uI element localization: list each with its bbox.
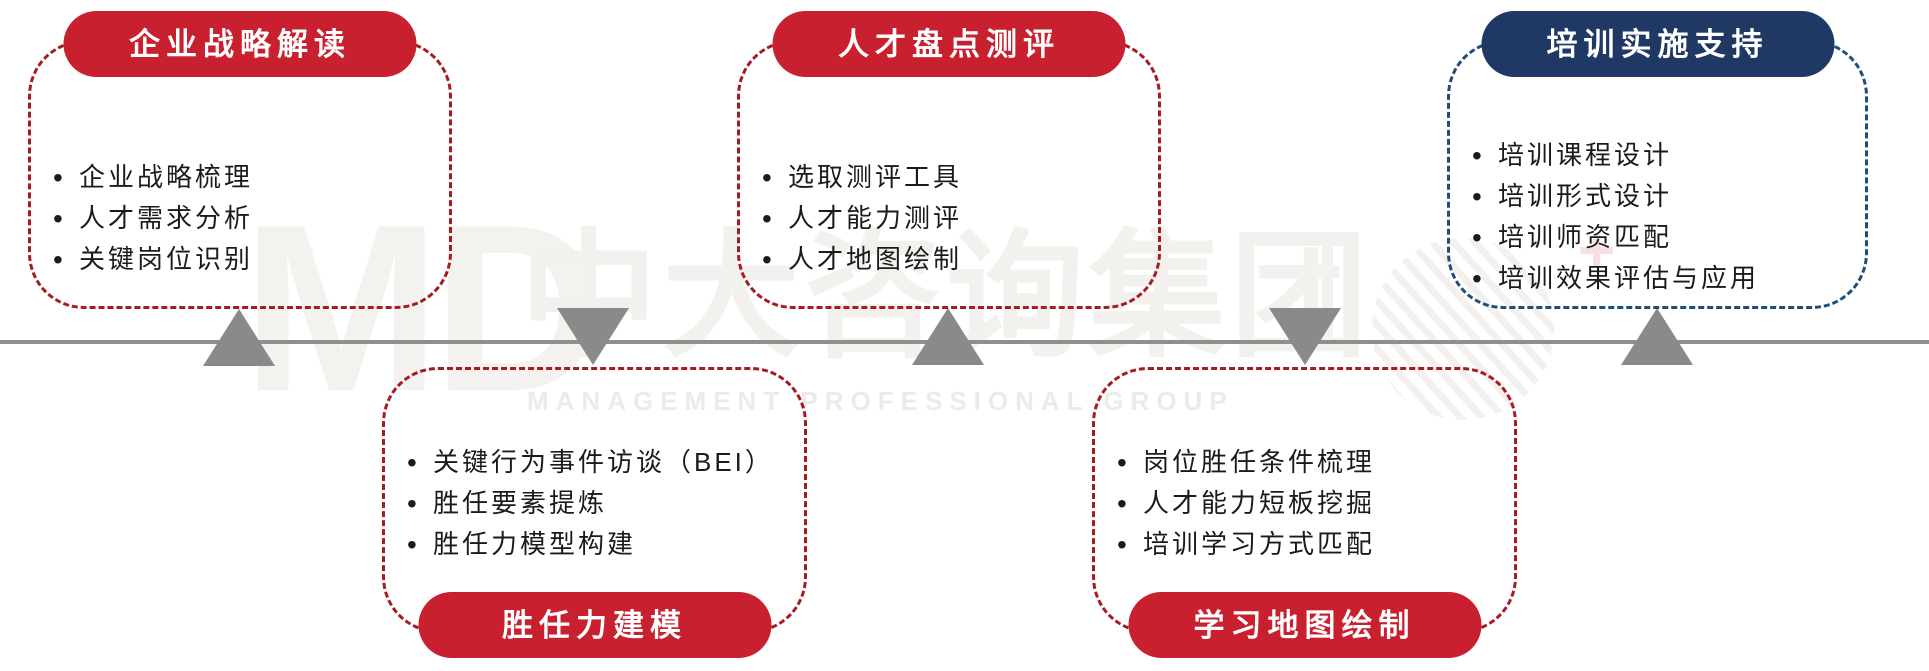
- connector-arrow-up-talent-review: [912, 308, 984, 365]
- stage-title-competency-modeling: 胜任力建模: [418, 592, 771, 658]
- stage-items-talent-review: 选取测评工具 人才能力测评 人才地图绘制: [740, 157, 1158, 280]
- stage-box-strategy: 企业战略解读 企业战略梳理 人才需求分析 关键岗位识别: [28, 11, 452, 309]
- stage-title-learning-map: 学习地图绘制: [1128, 592, 1481, 658]
- stage-title-label: 企业战略解读: [129, 26, 351, 62]
- stage-box-competency-modeling: 关键行为事件访谈（BEI） 胜任要素提炼 胜任力模型构建 胜任力建模: [382, 367, 807, 658]
- list-item: 人才需求分析: [53, 198, 439, 239]
- connector-arrow-down-learning-map: [1269, 308, 1341, 365]
- stage-title-label: 学习地图绘制: [1193, 607, 1416, 643]
- stage-title-training-support: 培训实施支持: [1481, 11, 1834, 77]
- stage-box-learning-map: 岗位胜任条件梳理 人才能力短板挖掘 培训学习方式匹配 学习地图绘制: [1092, 367, 1517, 658]
- list-item: 胜任要素提炼: [407, 483, 794, 524]
- list-item: 企业战略梳理: [53, 157, 439, 198]
- connector-arrow-down-competency: [557, 308, 629, 365]
- list-item: 培训形式设计: [1472, 176, 1855, 217]
- list-item: 培训学习方式匹配: [1117, 524, 1504, 565]
- list-item: 人才能力短板挖掘: [1117, 483, 1504, 524]
- list-item: 选取测评工具: [762, 157, 1148, 198]
- stage-items-competency-modeling: 关键行为事件访谈（BEI） 胜任要素提炼 胜任力模型构建: [385, 442, 804, 565]
- list-item: 培训师资匹配: [1472, 217, 1855, 258]
- list-item: 培训效果评估与应用: [1472, 258, 1855, 299]
- list-item: 人才能力测评: [762, 198, 1148, 239]
- stage-title-talent-review: 人才盘点测评: [772, 11, 1126, 77]
- list-item: 人才地图绘制: [762, 239, 1148, 280]
- list-item: 岗位胜任条件梳理: [1117, 442, 1504, 483]
- stage-title-label: 人才盘点测评: [838, 26, 1060, 62]
- watermark-divider: [1322, 233, 1333, 337]
- list-item: 胜任力模型构建: [407, 524, 794, 565]
- list-item: 培训课程设计: [1472, 135, 1855, 176]
- stage-title-label: 培训实施支持: [1546, 26, 1769, 62]
- stage-title-strategy: 企业战略解读: [63, 11, 417, 77]
- stage-title-label: 胜任力建模: [502, 607, 687, 643]
- list-item: 关键行为事件访谈（BEI）: [407, 442, 794, 483]
- connector-arrow-up-strategy: [203, 309, 275, 366]
- stage-box-talent-review: 人才盘点测评 选取测评工具 人才能力测评 人才地图绘制: [737, 11, 1161, 309]
- list-item: 关键岗位识别: [53, 239, 439, 280]
- stage-items-learning-map: 岗位胜任条件梳理 人才能力短板挖掘 培训学习方式匹配: [1095, 442, 1514, 565]
- stage-items-strategy: 企业战略梳理 人才需求分析 关键岗位识别: [31, 157, 449, 280]
- stage-items-training-support: 培训课程设计 培训形式设计 培训师资匹配 培训效果评估与应用: [1450, 135, 1865, 299]
- stage-box-training-support: 培训实施支持 培训课程设计 培训形式设计 培训师资匹配 培训效果评估与应用: [1447, 11, 1868, 309]
- connector-arrow-up-training: [1621, 308, 1693, 365]
